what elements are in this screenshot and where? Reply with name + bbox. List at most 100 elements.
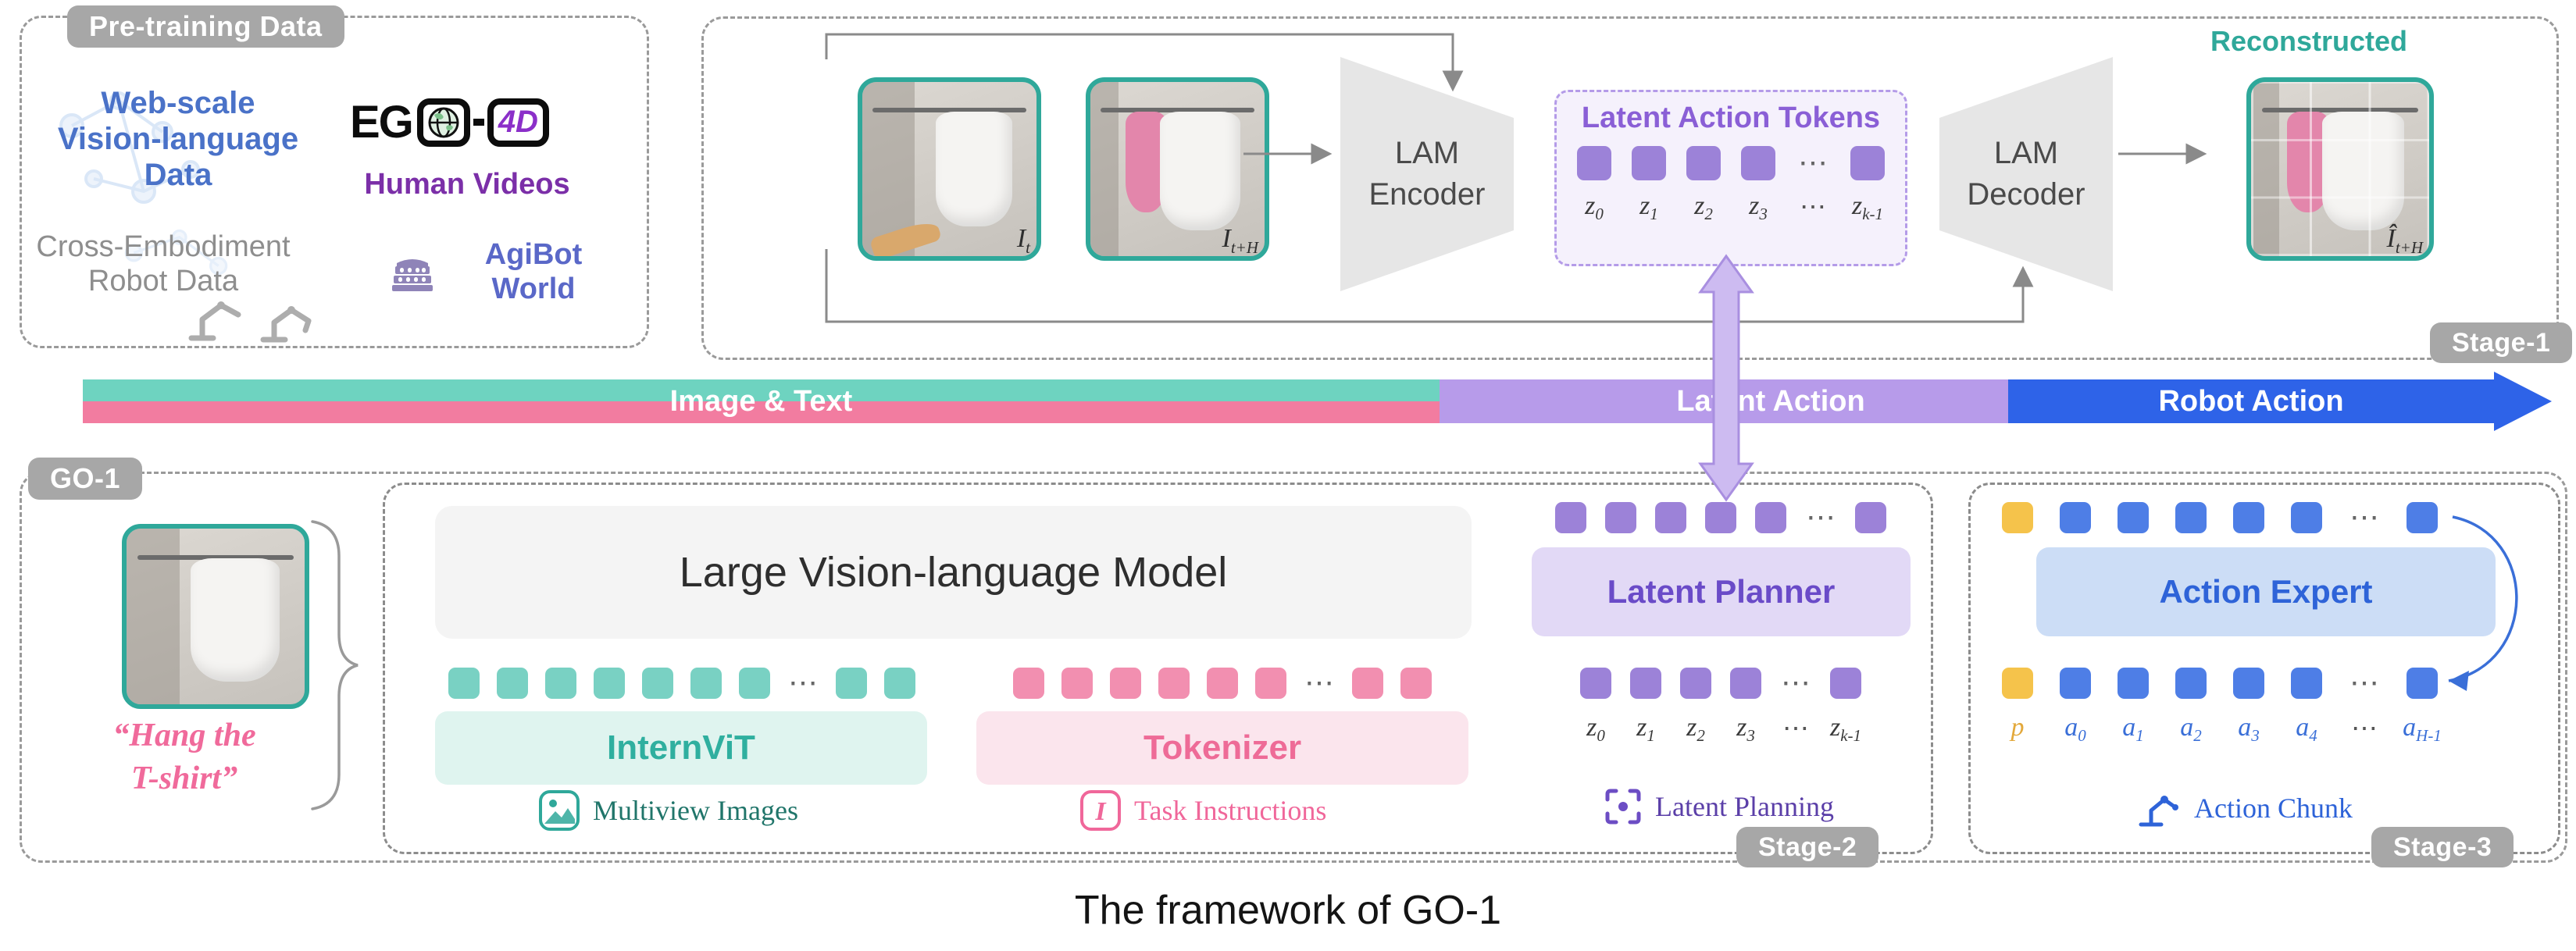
image-label-ItH: It+H xyxy=(1222,224,1259,257)
token-square-blue xyxy=(2407,502,2438,533)
glasses-left-lens xyxy=(416,98,470,147)
ellipsis: ⋯ xyxy=(1798,147,1828,180)
token-square-purple xyxy=(1632,146,1666,180)
glasses-bridge xyxy=(473,119,484,126)
multiview-images-caption: Multiview Images xyxy=(538,789,798,832)
token-square-blue xyxy=(2175,668,2207,699)
token-square-teal xyxy=(836,668,867,699)
token-square-blue xyxy=(2060,668,2091,699)
token-square-purple xyxy=(1705,502,1736,533)
bar-arrowhead xyxy=(2494,372,2552,431)
token-square-purple xyxy=(1850,146,1885,180)
token-square-purple xyxy=(1605,502,1636,533)
token-square-purple xyxy=(1855,502,1886,533)
token-square-purple xyxy=(1755,502,1786,533)
planner-input-squares: ⋯ xyxy=(1580,668,1861,699)
token-square-teal xyxy=(739,668,770,699)
stage3-badge: Stage-3 xyxy=(2371,827,2514,867)
stage1-badge: Stage-1 xyxy=(2430,322,2573,363)
wardrobe-photo xyxy=(858,77,1041,261)
action-input-squares: ⋯ xyxy=(2002,668,2438,699)
reconstructed-image: Ît+H xyxy=(2246,77,2434,261)
token-square-blue xyxy=(2175,502,2207,533)
wardrobe-photo xyxy=(1086,77,1269,261)
colosseum-icon xyxy=(392,259,433,291)
training-flow-bar: Image & Text Latent Action Robot Action xyxy=(83,379,2494,423)
viewfinder-icon xyxy=(1605,789,1641,825)
token-square-purple xyxy=(1730,668,1761,699)
action-expert-box: Action Expert xyxy=(2036,547,2496,636)
ellipsis: ⋯ xyxy=(2349,501,2379,534)
token-square-pink xyxy=(1352,668,1383,699)
go1-input-image xyxy=(122,524,309,709)
observation-image-t-plus-H: It+H xyxy=(1086,77,1269,261)
token-square-pink xyxy=(1400,668,1432,699)
cross-embodiment-label: Cross-Embodiment Robot Data xyxy=(36,230,291,297)
ellipsis: ⋯ xyxy=(788,667,818,700)
image-icon xyxy=(539,790,580,831)
token-square-purple xyxy=(1577,146,1611,180)
token-square-blue xyxy=(2291,502,2322,533)
token-square-teal xyxy=(545,668,576,699)
latent-planning-caption: Latent Planning xyxy=(1604,787,1834,826)
ego4d-logo-text: EG xyxy=(350,97,414,148)
token-square-yellow xyxy=(2002,502,2033,533)
token-square-teal xyxy=(448,668,480,699)
tokenizer-box: Tokenizer xyxy=(976,711,1468,785)
figure-caption: The framework of GO-1 xyxy=(1074,888,1502,933)
stage2-badge: Stage-2 xyxy=(1736,827,1879,867)
token-square-purple xyxy=(1580,668,1611,699)
agibot-world-label: AgiBot World xyxy=(484,238,583,305)
molecule-decoration xyxy=(59,91,200,204)
stage2-panel: Large Vision-language Model ⋯ ⋯ InternVi… xyxy=(383,483,1933,867)
token-square-teal xyxy=(884,668,915,699)
internvit-box: InternViT xyxy=(435,711,927,785)
human-videos-label: Human Videos xyxy=(364,168,570,201)
bar-segment-robot-action: Robot Action xyxy=(2008,379,2494,423)
instruction-icon: I xyxy=(1080,790,1121,831)
robot-arm-icon xyxy=(2139,796,2178,827)
web-scale-data-label: Web-scale Vision-language Data xyxy=(57,86,299,192)
token-square-purple xyxy=(1630,668,1661,699)
action-chunk-caption: Action Chunk xyxy=(2135,787,2353,829)
token-square-pink xyxy=(1158,668,1190,699)
token-square-blue xyxy=(2291,668,2322,699)
observation-image-t: It xyxy=(858,77,1041,261)
ellipsis: ⋯ xyxy=(2349,667,2379,700)
token-square-pink xyxy=(1061,668,1093,699)
latent-action-tokens-title: Latent Action Tokens xyxy=(1581,102,1881,134)
token-square-blue xyxy=(2060,502,2091,533)
token-square-teal xyxy=(497,668,528,699)
wardrobe-photo xyxy=(2246,77,2434,261)
token-square-purple xyxy=(1680,668,1711,699)
image-label-reconstructed: Ît+H xyxy=(2386,224,2424,257)
globe-icon xyxy=(428,107,459,137)
latent-planner-box: Latent Planner xyxy=(1532,547,1911,636)
token-square-blue xyxy=(2233,668,2264,699)
token-square-pink xyxy=(1255,668,1286,699)
ellipsis: ⋯ xyxy=(1806,501,1836,534)
wardrobe-photo xyxy=(122,524,309,709)
